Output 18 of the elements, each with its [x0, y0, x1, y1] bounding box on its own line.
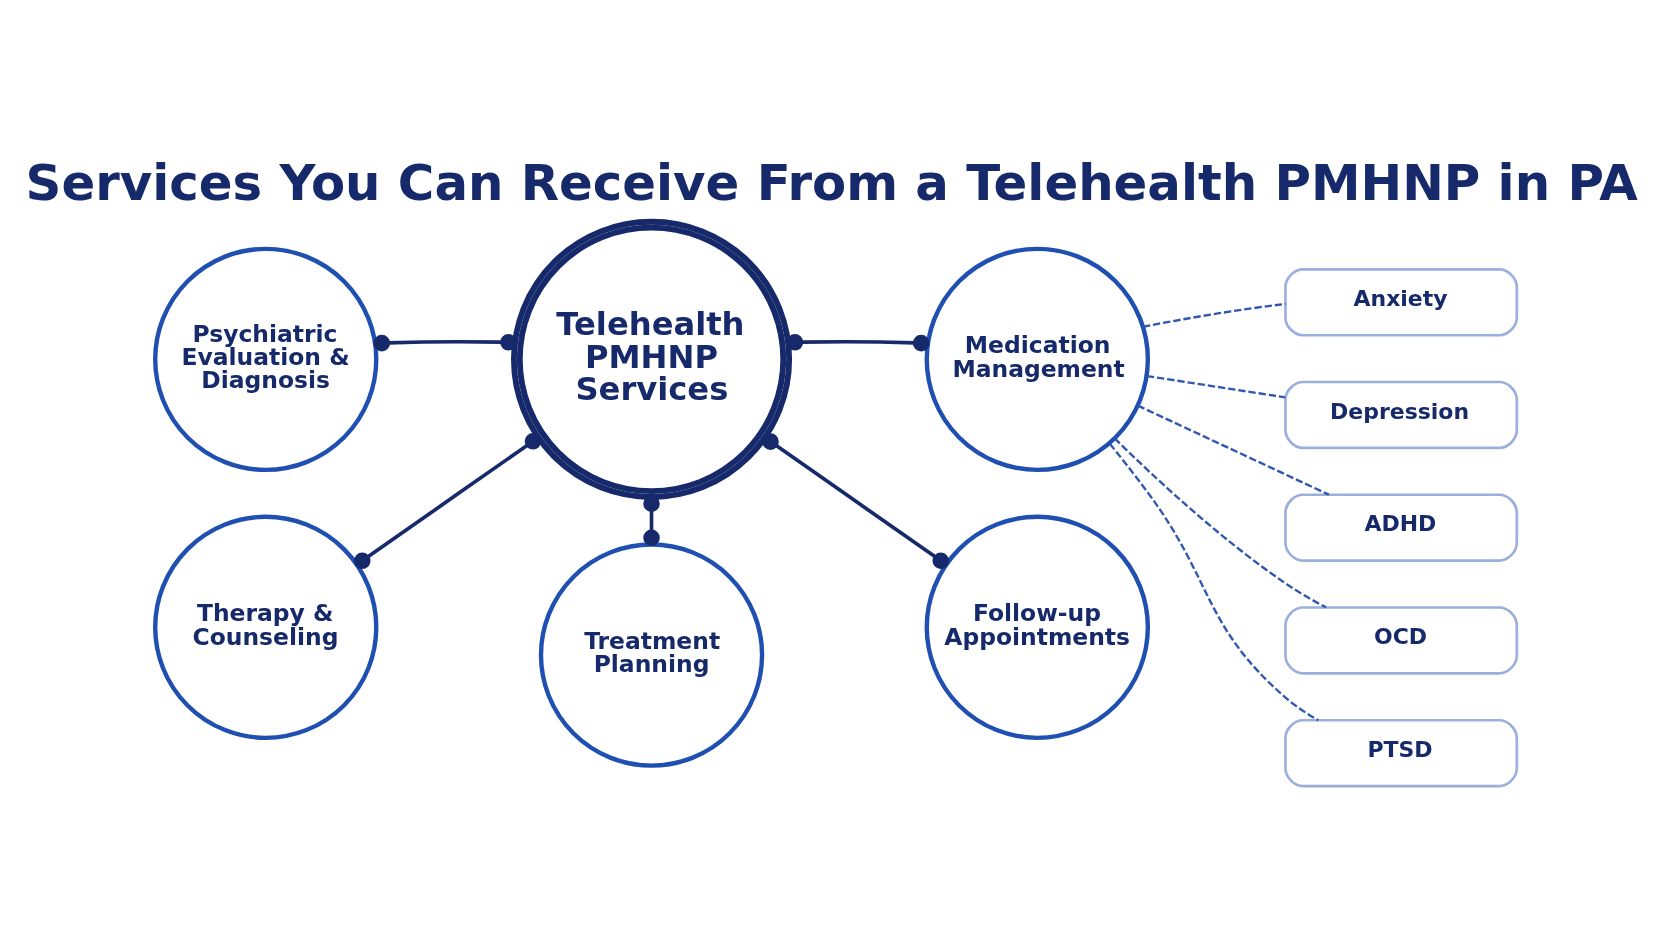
- node-box: Anxiety: [1284, 267, 1519, 337]
- connector: [1113, 437, 1327, 608]
- node-box: PTSD: [1284, 718, 1519, 787]
- node-box: OCD: [1284, 605, 1519, 675]
- connector: [354, 432, 542, 569]
- node-box: ADHD: [1284, 492, 1519, 562]
- node-circle: Telehealth PMHNP Services: [510, 218, 793, 500]
- connector: [1146, 374, 1286, 398]
- node-circle: Medication Management: [924, 246, 1151, 472]
- node-circle: Therapy & Counseling: [153, 514, 379, 740]
- connector: [1108, 442, 1319, 721]
- node-circle: Follow-up Appointments: [924, 514, 1151, 740]
- connector: [762, 432, 950, 569]
- diagram-title: Services You Can Receive From a Telehealth PMHNP in PA: [25, 153, 1638, 212]
- node-circle: Psychiatric Evaluation & Diagnosis: [153, 246, 379, 472]
- node-box: Depression: [1284, 380, 1519, 449]
- connector: [1137, 404, 1330, 496]
- node-circle: Treatment Planning: [538, 541, 765, 768]
